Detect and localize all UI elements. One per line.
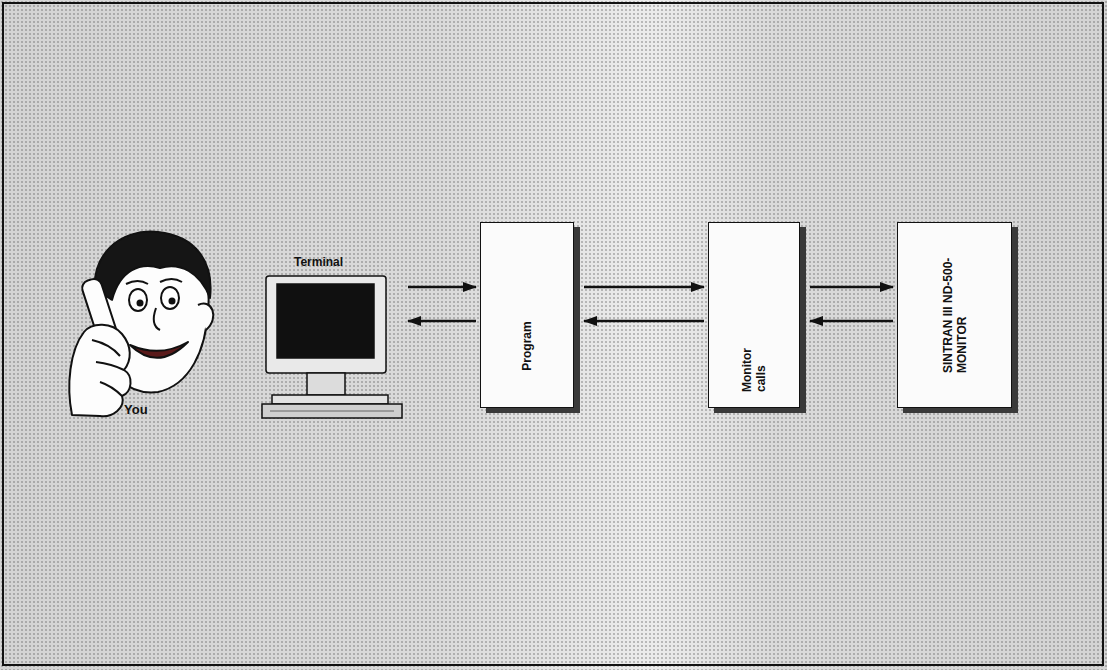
process-box: Monitor calls	[708, 222, 800, 408]
person-label: You	[124, 402, 148, 417]
person-figure	[69, 232, 213, 417]
arrow-connector	[408, 286, 476, 289]
process-box: Program	[480, 222, 574, 408]
process-box: SINTRAN III ND-500-MONITOR	[897, 222, 1012, 408]
arrow-connector	[810, 320, 893, 323]
box-text: Program	[520, 321, 534, 370]
terminal-node: Terminal	[258, 255, 404, 420]
node-heading: Terminal	[258, 255, 404, 269]
arrow-connector	[408, 320, 476, 323]
arrow-connector	[584, 320, 704, 323]
box-text: SINTRAN III ND-500-MONITOR	[941, 241, 969, 373]
terminal-computer	[262, 276, 402, 418]
box-text: Monitor calls	[740, 330, 768, 392]
arrow-connector	[810, 286, 893, 289]
arrow-connector	[584, 286, 704, 289]
